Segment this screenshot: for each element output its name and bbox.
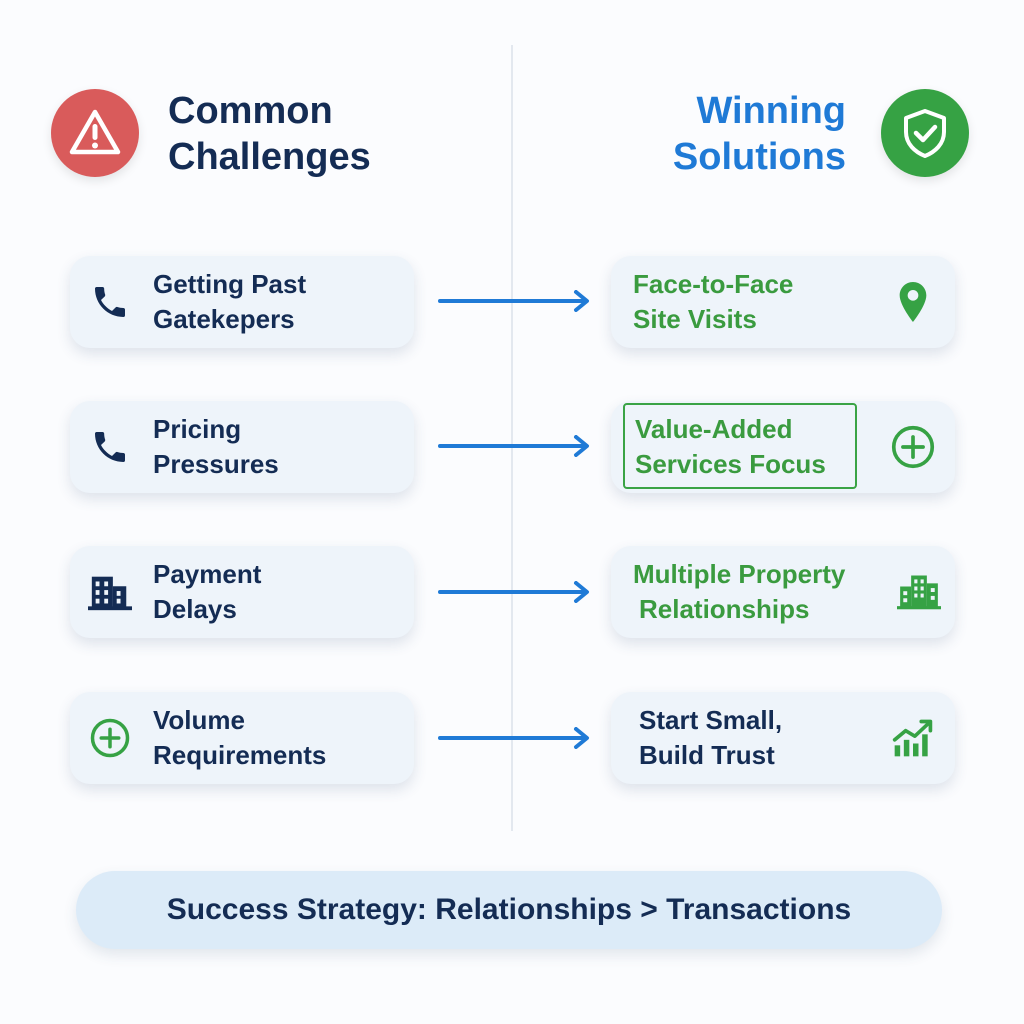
arrow-right-icon [438,727,589,749]
challenge-label: Volume Requirements [153,705,327,770]
building-icon [897,570,941,614]
solution-card-relationships: Multiple Property Relationships [611,546,955,638]
center-divider [511,45,513,831]
challenge-card-gatekeepers: Getting Past Gatekepers [70,256,414,348]
challenge-card-payment: Payment Delays [70,546,414,638]
phone-icon [88,280,132,324]
challenge-label: Pricing Pressures [153,414,279,479]
highlight-frame [623,403,857,489]
building-icon [88,570,132,614]
plus-circle-icon [88,716,132,760]
arrow-right-icon [438,290,589,312]
solution-card-value-added: Value-Added Services Focus [611,401,955,493]
challenge-label: Payment Delays [153,559,262,624]
challenge-card-volume: Volume Requirements [70,692,414,784]
arrow-right-icon [438,581,589,603]
challenge-card-pricing: Pricing Pressures [70,401,414,493]
solution-card-site-visits: Face-to-Face Site Visits [611,256,955,348]
solution-label: Multiple Property Relationships [633,559,846,624]
phone-icon [88,425,132,469]
warning-triangle-icon [51,89,139,177]
plus-circle-icon [891,425,935,469]
challenge-label: Getting Past Gatekepers [153,269,307,334]
solution-label: Face-to-Face Site Visits [633,269,794,334]
shield-check-icon [881,89,969,177]
challenges-title: Common Challenges [168,90,371,178]
banner-text: Success Strategy: Relationships > Transa… [166,893,852,926]
growth-chart-icon [891,716,935,760]
location-pin-icon [891,280,935,324]
solution-card-build-trust: Start Small, Build Trust [611,692,955,784]
solution-label: Start Small, Build Trust [639,705,783,770]
solutions-title: Winning Solutions [672,90,846,178]
success-strategy-banner: Success Strategy: Relationships > Transa… [76,871,942,949]
solution-label: Value-Added Services Focus [635,414,826,479]
arrow-right-icon [438,435,589,457]
